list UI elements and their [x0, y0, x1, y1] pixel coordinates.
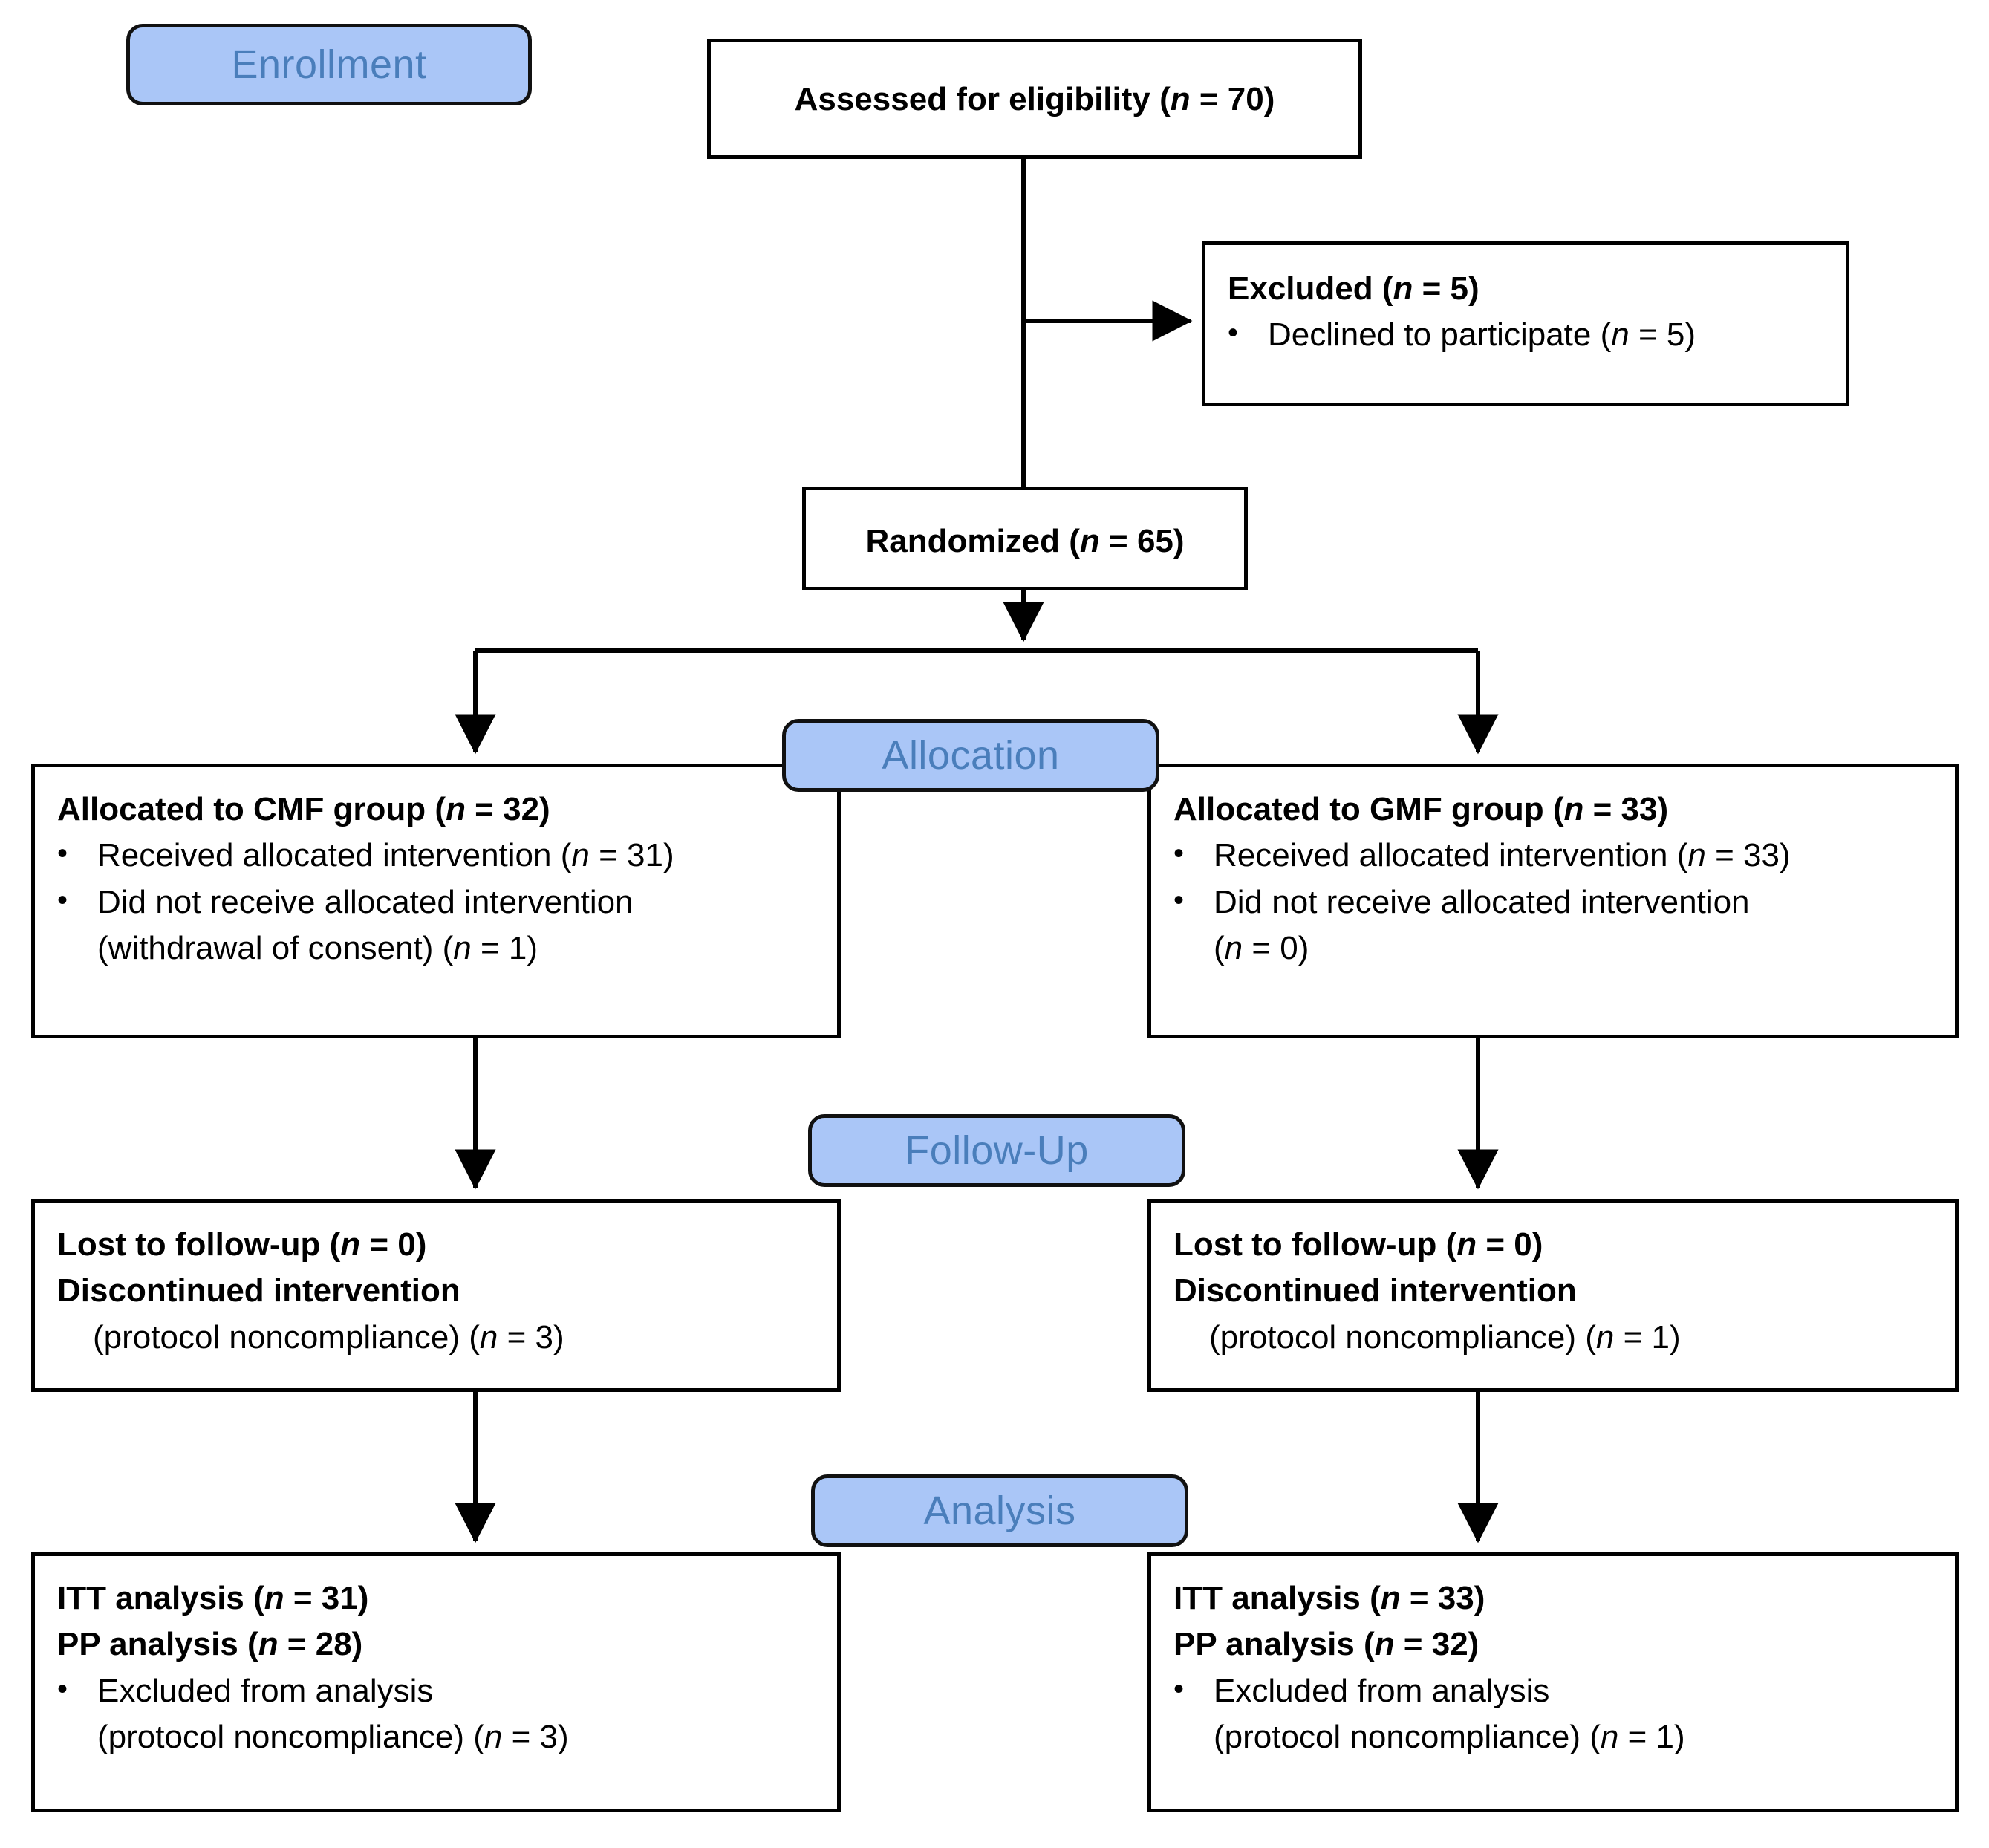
n-italic: n — [1595, 1318, 1615, 1356]
stage-label-allocation: Allocation — [782, 719, 1159, 792]
alloc-left-bullet2-continuation: (withdrawal of consent) (n = 1) — [97, 930, 538, 967]
box-analysis-gmf: ITT analysis (n = 33) PP analysis (n = 3… — [1148, 1552, 1959, 1812]
n-italic: n — [571, 837, 590, 874]
n-italic: n — [1079, 523, 1100, 559]
followup-right-discontinued: Discontinued intervention — [1173, 1272, 1577, 1309]
alloc-left-bullet1-text: Received allocated intervention (n = 31) — [97, 837, 674, 874]
alloc-right-bullet2-text: Did not receive allocated intervention — [1214, 883, 1750, 920]
followup-left-discontinued: Discontinued intervention — [57, 1272, 460, 1309]
followup-right-lost: Lost to follow-up (n = 0) — [1173, 1226, 1543, 1263]
n-italic: n — [1393, 270, 1413, 307]
alloc-left-bullet-notreceived: • Did not receive allocated intervention — [57, 879, 815, 925]
alloc-right-bullet-notreceived: • Did not receive allocated intervention — [1173, 879, 1933, 925]
analysis-right-itt: ITT analysis (n = 33) — [1173, 1580, 1485, 1616]
n-italic: n — [484, 1719, 503, 1756]
bullet-glyph-icon: • — [1173, 883, 1185, 917]
n-italic: n — [264, 1580, 284, 1616]
box-excluded: Excluded (n = 5) • Declined to participa… — [1202, 241, 1849, 406]
alloc-right-bullet2-continuation: (n = 0) — [1214, 930, 1309, 967]
box-analysis-cmf: ITT analysis (n = 31) PP analysis (n = 2… — [31, 1552, 841, 1812]
eligibility-heading: Assessed for eligibility (n = 70) — [794, 81, 1275, 117]
n-italic: n — [1456, 1226, 1477, 1263]
n-italic: n — [453, 930, 472, 967]
analysis-left-bullet-excluded: • Excluded from analysis — [57, 1668, 815, 1714]
stage-label-enrollment: Enrollment — [126, 24, 532, 105]
analysis-right-bullet-text: Excluded from analysis — [1214, 1672, 1550, 1709]
analysis-left-bullet-continuation: (protocol noncompliance) (n = 3) — [97, 1719, 569, 1756]
n-italic: n — [446, 791, 466, 827]
alloc-left-heading: Allocated to CMF group (n = 32) — [57, 791, 550, 827]
analysis-right-bullet-continuation: (protocol noncompliance) (n = 1) — [1214, 1719, 1685, 1756]
bullet-glyph-icon: • — [1173, 1672, 1185, 1705]
excluded-bullet-text: Declined to participate (n = 5) — [1268, 316, 1696, 354]
stage-label-followup: Follow-Up — [808, 1114, 1185, 1187]
alloc-right-bullet-received: • Received allocated intervention (n = 3… — [1173, 833, 1933, 879]
analysis-left-itt: ITT analysis (n = 31) — [57, 1580, 369, 1616]
box-followup-gmf: Lost to follow-up (n = 0) Discontinued i… — [1148, 1199, 1959, 1392]
alloc-right-bullet1-text: Received allocated intervention (n = 33) — [1214, 837, 1791, 874]
bullet-glyph-icon: • — [1173, 837, 1185, 871]
bullet-glyph-icon: • — [57, 883, 68, 917]
alloc-left-bullet-received: • Received allocated intervention (n = 3… — [57, 833, 815, 879]
n-italic: n — [479, 1318, 498, 1356]
followup-left-lost: Lost to follow-up (n = 0) — [57, 1226, 427, 1263]
box-assessed-for-eligibility: Assessed for eligibility (n = 70) — [707, 39, 1362, 159]
n-italic: n — [1374, 1626, 1395, 1663]
analysis-left-bullet-text: Excluded from analysis — [97, 1672, 434, 1709]
bullet-glyph-icon: • — [57, 837, 68, 871]
stage-label-analysis: Analysis — [811, 1474, 1188, 1547]
n-italic: n — [1600, 1719, 1619, 1756]
analysis-right-pp: PP analysis (n = 32) — [1173, 1626, 1479, 1663]
n-italic: n — [258, 1626, 279, 1663]
box-followup-cmf: Lost to follow-up (n = 0) Discontinued i… — [31, 1199, 841, 1392]
bullet-glyph-icon: • — [57, 1672, 68, 1705]
n-italic: n — [1170, 81, 1191, 117]
box-allocation-gmf: Allocated to GMF group (n = 33) • Receiv… — [1148, 764, 1959, 1038]
excluded-heading: Excluded (n = 5) — [1228, 270, 1479, 307]
box-randomized: Randomized (n = 65) — [802, 487, 1248, 590]
analysis-left-pp: PP analysis (n = 28) — [57, 1626, 363, 1663]
n-italic: n — [1687, 837, 1706, 874]
followup-left-discontinued-reason: (protocol noncompliance) (n = 3) — [93, 1318, 564, 1356]
n-italic: n — [340, 1226, 361, 1263]
n-italic: n — [1563, 791, 1584, 827]
box-allocation-cmf: Allocated to CMF group (n = 32) • Receiv… — [31, 764, 841, 1038]
bullet-glyph-icon: • — [1228, 316, 1239, 350]
excluded-bullet-declined: • Declined to participate (n = 5) — [1228, 312, 1823, 358]
randomized-heading: Randomized (n = 65) — [865, 523, 1185, 559]
n-italic: n — [1380, 1580, 1401, 1616]
alloc-right-heading: Allocated to GMF group (n = 33) — [1173, 791, 1669, 827]
n-italic: n — [1611, 316, 1630, 354]
n-italic: n — [1224, 930, 1243, 967]
followup-right-discontinued-reason: (protocol noncompliance) (n = 1) — [1209, 1318, 1681, 1356]
alloc-left-bullet2-text: Did not receive allocated intervention — [97, 883, 634, 920]
analysis-right-bullet-excluded: • Excluded from analysis — [1173, 1668, 1933, 1714]
